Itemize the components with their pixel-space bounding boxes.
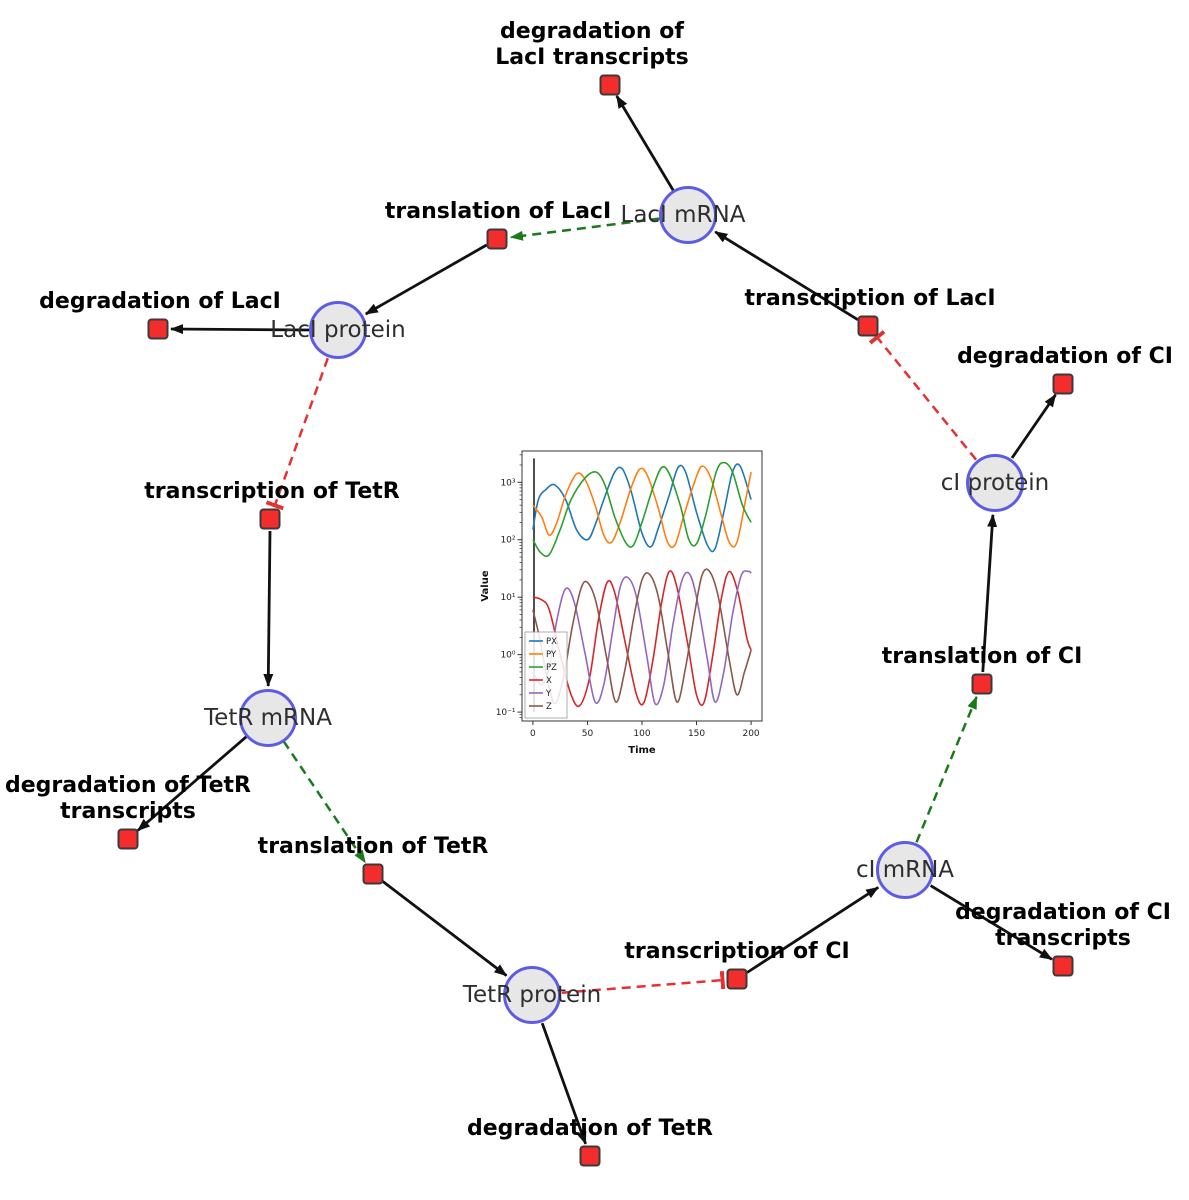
reaction-label-degradation-of-tetr-transcripts: degradation of TetR transcripts [4, 773, 251, 825]
series-line-PY [532, 465, 752, 549]
species-node-tetr-mrna[interactable] [239, 689, 297, 747]
svg-text:10³: 10³ [500, 478, 515, 488]
reaction-label-degradation-of-ci-transcripts: degradation of CI transcripts [955, 900, 1171, 952]
svg-text:X: X [546, 676, 552, 686]
edge-transcription-of-ci-to-ci-mrna [746, 886, 880, 974]
reaction-label-degradation-of-tetr: degradation of TetR [466, 1116, 714, 1142]
species-label-tetr-protein: TetR protein [462, 982, 602, 1008]
edge-laci-mrna-activates-translation-of-laci [509, 217, 661, 241]
reaction-node-degradation-of-ci-transcripts[interactable] [1052, 955, 1074, 977]
species-label-ci-mrna: cI mRNA [855, 857, 955, 883]
species-label-tetr-mrna: TetR mRNA [204, 705, 332, 731]
series-line-PX [532, 463, 752, 553]
edge-ci-protein-to-degradation-of-ci [1010, 393, 1057, 459]
svg-text:100: 100 [633, 729, 650, 739]
edge-laci-protein-inhibits-transcription-of-tetr [265, 357, 329, 511]
reaction-label-transcription-of-laci: transcription of LacI [744, 286, 996, 312]
species-node-ci-mrna[interactable] [876, 841, 934, 899]
edge-translation-of-laci-to-laci-protein [364, 243, 488, 316]
svg-text:PX: PX [546, 637, 557, 647]
reaction-node-transcription-of-tetr[interactable] [259, 508, 281, 530]
edge-tetr-mrna-to-degradation-of-tetr-transcripts [136, 735, 248, 832]
species-node-ci-protein[interactable] [966, 454, 1024, 512]
reaction-label-translation-of-tetr: translation of TetR [257, 834, 489, 860]
edge-laci-mrna-to-degradation-of-laci-transcripts [615, 95, 675, 192]
reaction-label-translation-of-ci: translation of CI [881, 644, 1083, 670]
species-label-laci-mrna: LacI mRNA [620, 202, 746, 228]
edge-ci-protein-inhibits-transcription-of-laci [868, 330, 978, 461]
reaction-label-transcription-of-ci: transcription of CI [624, 939, 850, 965]
chart-ylabel: Value [480, 570, 491, 601]
svg-text:Y: Y [545, 689, 552, 699]
edge-ci-mrna-to-degradation-of-ci-transcripts [929, 884, 1053, 961]
svg-text:10²: 10² [500, 536, 515, 546]
reaction-label-translation-of-laci: translation of LacI [384, 199, 612, 225]
reaction-node-degradation-of-ci[interactable] [1052, 373, 1074, 395]
edge-tetr-mrna-activates-translation-of-tetr [282, 740, 367, 864]
edge-translation-of-ci-to-ci-protein [981, 513, 998, 673]
edge-ci-mrna-activates-translation-of-ci [915, 695, 978, 843]
series-line-PZ [532, 461, 752, 558]
species-label-ci-protein: cI protein [940, 470, 1050, 496]
chart-legend: PX PY PZ XYZ [524, 631, 568, 719]
reaction-label-degradation-of-laci: degradation of LacI [39, 289, 281, 315]
edge-tetr-protein-inhibits-transcription-of-ci [561, 971, 726, 994]
svg-text:10⁻¹: 10⁻¹ [496, 708, 516, 718]
reaction-node-degradation-of-tetr-transcripts[interactable] [117, 828, 139, 850]
series-line-X [532, 570, 752, 708]
reaction-node-transcription-of-laci[interactable] [857, 315, 879, 337]
svg-text:10⁰: 10⁰ [500, 651, 515, 661]
chart-xlabel: Time [628, 745, 656, 756]
reaction-node-translation-of-laci[interactable] [486, 228, 508, 250]
svg-text:150: 150 [688, 729, 705, 739]
species-node-tetr-protein[interactable] [503, 966, 561, 1024]
reaction-node-translation-of-ci[interactable] [971, 673, 993, 695]
edge-transcription-of-laci-to-laci-mrna [714, 230, 859, 321]
edge-transcription-of-tetr-to-tetr-mrna [263, 530, 274, 687]
svg-text:PY: PY [546, 650, 557, 660]
reaction-node-transcription-of-ci[interactable] [726, 968, 748, 990]
reaction-label-degradation-of-ci: degradation of CI [957, 344, 1173, 370]
reaction-label-degradation-of-laci-transcripts: degradation of LacI transcripts [495, 19, 689, 71]
edge-laci-protein-to-degradation-of-laci [170, 324, 311, 335]
svg-text:PZ: PZ [546, 663, 557, 673]
series-line-Y [532, 570, 752, 706]
reaction-node-translation-of-tetr[interactable] [362, 863, 384, 885]
reaction-node-degradation-of-tetr[interactable] [579, 1145, 601, 1167]
svg-text:200: 200 [742, 729, 759, 739]
svg-text:0: 0 [530, 729, 536, 739]
species-label-laci-protein: LacI protein [270, 317, 406, 343]
reaction-label-transcription-of-tetr: transcription of TetR [144, 479, 400, 505]
svg-text:10¹: 10¹ [500, 593, 515, 603]
edge-translation-of-tetr-to-tetr-protein [381, 880, 508, 977]
svg-text:50: 50 [582, 729, 594, 739]
species-node-laci-protein[interactable] [309, 301, 367, 359]
svg-text:Z: Z [546, 702, 552, 712]
reaction-node-degradation-of-laci-transcripts[interactable] [599, 74, 621, 96]
edge-tetr-protein-to-degradation-of-tetr [540, 1022, 587, 1145]
species-node-laci-mrna[interactable] [659, 186, 717, 244]
reaction-node-degradation-of-laci[interactable] [147, 318, 169, 340]
